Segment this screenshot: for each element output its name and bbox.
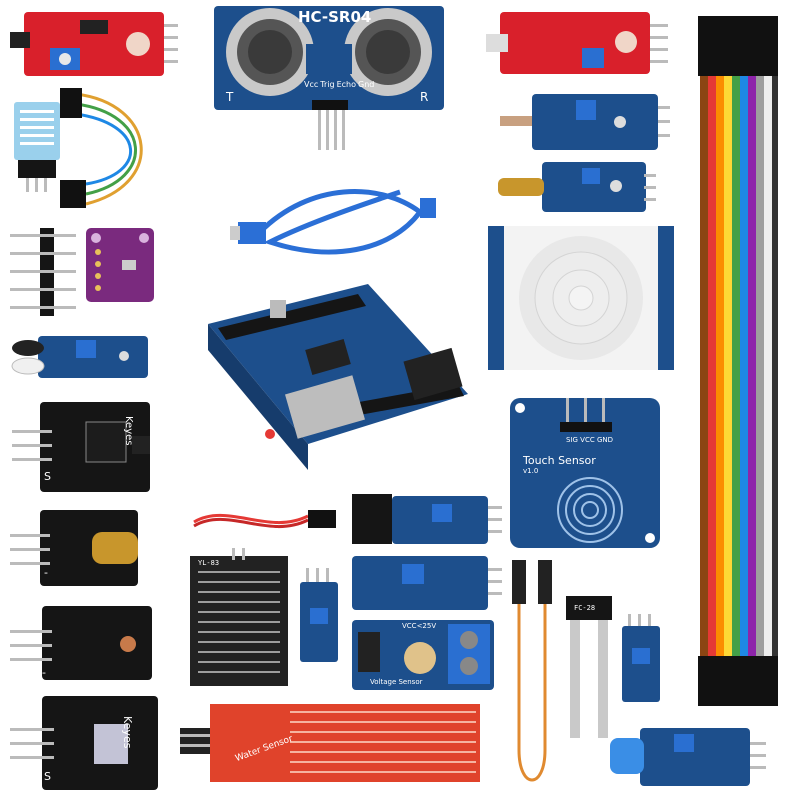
ultrasonic-right-label: R [420, 90, 429, 104]
red-sensor-module-top-right [486, 10, 672, 78]
pin-label-echo: Echo [336, 80, 357, 89]
ultrasonic-left-label: T [226, 90, 234, 104]
tilt-sensor-module [498, 160, 658, 216]
laser-minus-label: - [44, 566, 48, 579]
voltage-sensor-label: Voltage Sensor [370, 678, 423, 686]
pir-motion-sensor [488, 226, 674, 370]
ultrasonic-pin-labels: Vcc Trig Echo Gnd [304, 80, 374, 89]
red-sensor-module-top-left [10, 8, 180, 80]
soil-sensor-label: FC-28 [574, 604, 596, 612]
pin-label-trig: Trig [320, 80, 335, 89]
soil-moisture-probe [560, 596, 620, 746]
rain-sensor-plate [190, 548, 290, 688]
pin-label-gnd: Gnd [358, 80, 375, 89]
black-keyes-module-bottom [10, 696, 160, 792]
ultrasonic-title: HC-SR04 [298, 8, 372, 26]
orange-jumper-loop [508, 560, 558, 790]
jumper-wire-ribbon [694, 16, 784, 716]
touch-pin-labels: SIG VCC GND [566, 436, 613, 444]
light-sensor-module [500, 92, 670, 154]
ultrasonic-sensor-module [212, 4, 448, 154]
arduino-board [198, 284, 474, 474]
touch-sensor-module [510, 398, 662, 550]
black-sensor-module-1 [12, 402, 152, 494]
red-black-wire-pair [188, 496, 338, 546]
pin-label-vcc: Vcc [304, 80, 319, 89]
soil-comparator-module [622, 614, 662, 704]
photoresistor-module [10, 606, 160, 682]
ir-receiver-module [352, 490, 502, 550]
pressure-sensor-module [86, 228, 156, 304]
pin-header [10, 228, 76, 318]
ir-obstacle-sensor [8, 332, 158, 382]
voltage-vcc-label: VCC<25V [402, 622, 437, 630]
voltage-sensor-module [352, 620, 496, 692]
rain-sensor-comparator [300, 568, 340, 664]
usb-cable [230, 162, 440, 272]
humidity-sensor-module [14, 102, 60, 194]
keyes-bottom-s-label: S [44, 770, 51, 783]
sound-comparator-module [352, 556, 502, 612]
dupont-wire-loop [56, 84, 166, 224]
touch-sensor-version: v1.0 [523, 467, 539, 475]
keyes-top-label: Keyes [123, 416, 134, 446]
touch-sensor-title: Touch Sensor [523, 454, 596, 467]
vibration-sensor-module [610, 724, 770, 790]
keyes-bottom-label: Keyes [121, 716, 134, 749]
photoresistor-minus-label: - [42, 666, 46, 679]
laser-module [10, 510, 140, 586]
water-level-sensor [180, 698, 486, 788]
rain-sensor-label: YL-83 [198, 559, 220, 567]
module-1-s-label: S [44, 470, 51, 483]
